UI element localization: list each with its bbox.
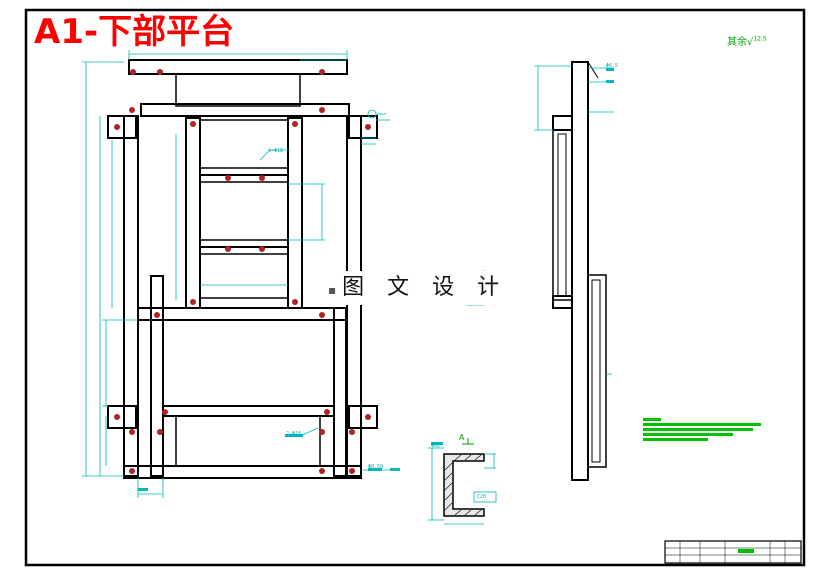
channel-ref-1: Φ02: [431, 443, 441, 449]
watermark-text: 图 文 设 计: [342, 275, 508, 300]
title-block: [664, 540, 802, 564]
inner-post-left: [185, 117, 201, 309]
inner-panel-1: [199, 119, 289, 169]
dimension-ticks: [138, 68, 614, 491]
inner-panel-2: [199, 181, 289, 241]
channel-profile: [443, 453, 485, 517]
roughness-note: 其余√12.5: [727, 35, 767, 48]
roughness-label: 其余: [727, 37, 747, 48]
hole-note-bottom: 2-Φ18: [286, 431, 302, 437]
lower-left-post: [150, 275, 164, 477]
side-view-dimensions: [534, 65, 614, 375]
top-crossbar: [140, 103, 350, 117]
hole-note-top: 4-Φ18: [268, 148, 284, 154]
bracket-top-right: [348, 115, 378, 139]
middle-crossbar: [137, 307, 348, 321]
lower-panel: [162, 319, 335, 407]
lower-crossbar: [162, 405, 335, 417]
side-view: [552, 61, 607, 481]
base-plate: [123, 465, 362, 479]
side-main-column: [571, 61, 589, 481]
bracket-bottom-right: [348, 405, 378, 429]
front-view-dimensions: [82, 50, 485, 498]
side-lower-frame: [587, 274, 607, 468]
mounting-holes: [114, 69, 371, 474]
weld-note: Φ0.5: [606, 63, 619, 69]
watermark-banner: ▪ 图 文 设 计: [322, 271, 514, 305]
bottom-mark: Φ0.50: [368, 464, 384, 470]
inner-panel-3: [199, 253, 289, 299]
bottom-box: [162, 415, 335, 467]
drawing-border: [24, 8, 806, 567]
front-view: [107, 59, 378, 479]
watermark-logo-icon: ▪: [328, 283, 337, 297]
bracket-bottom-left: [107, 405, 137, 429]
bracket-top-left: [107, 115, 137, 139]
side-upper-frame: [552, 129, 573, 301]
side-bracket-top: [552, 115, 573, 131]
channel-ref-2: C20: [477, 494, 487, 500]
top-inner-box: [175, 73, 301, 107]
inner-post-right: [287, 117, 303, 309]
side-bracket-mid: [552, 295, 573, 309]
channel-section: [428, 438, 497, 525]
drawing-title: A1-下部平台: [34, 12, 235, 52]
lower-right-post: [333, 307, 347, 477]
section-label: A: [459, 433, 465, 442]
technical-notes: [643, 418, 761, 441]
roughness-value: 12.5: [753, 35, 767, 43]
